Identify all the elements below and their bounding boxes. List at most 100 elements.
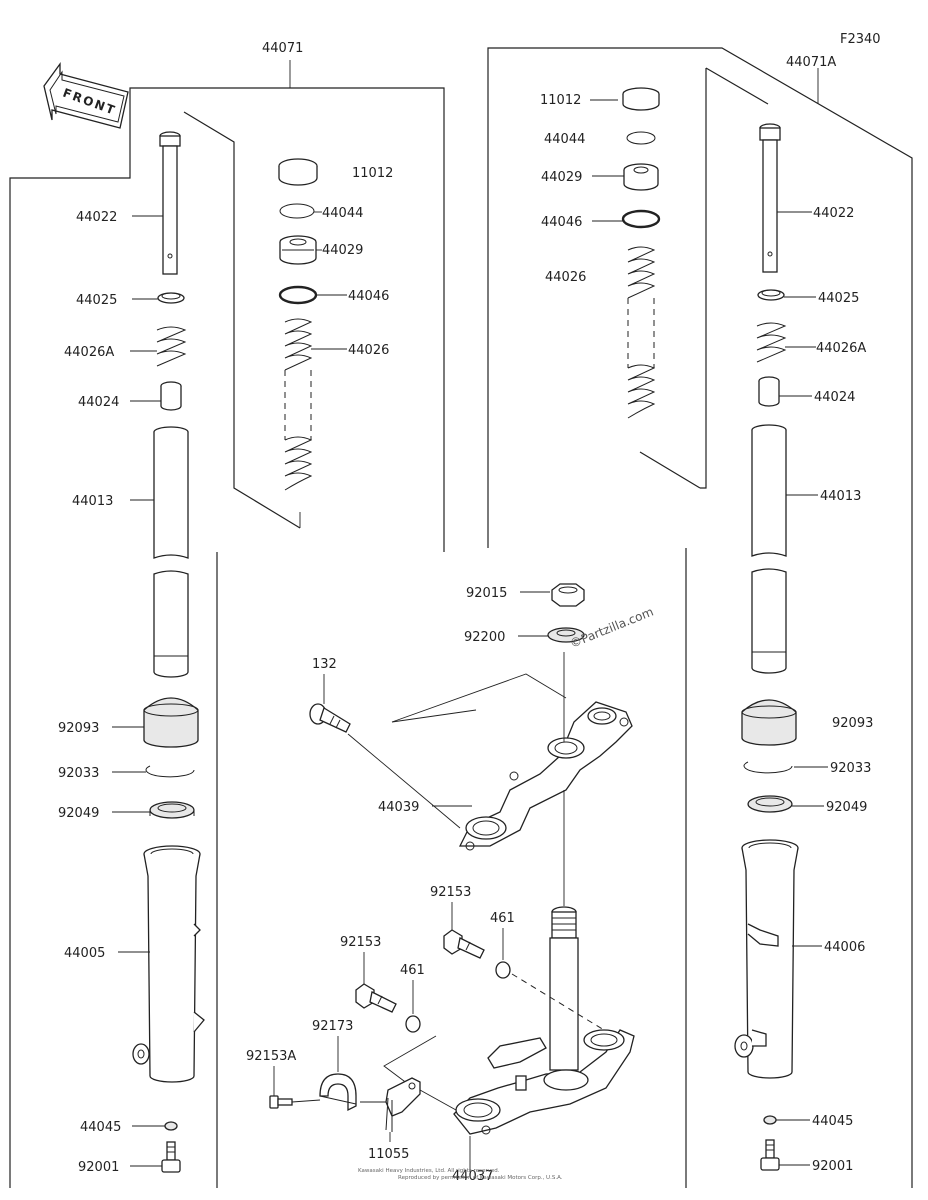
steering-stem[interactable] — [549, 906, 579, 1071]
label-left-44013[interactable]: 44013 — [72, 494, 113, 509]
label-right-92001[interactable]: 92001 — [812, 1159, 853, 1174]
label-right-92049[interactable]: 92049 — [826, 800, 867, 815]
label-right-11012[interactable]: 11012 — [540, 93, 581, 108]
label-left-44029[interactable]: 44029 — [322, 243, 363, 258]
left-spring-subbox — [183, 111, 301, 529]
label-left-44026A[interactable]: 44026A — [64, 345, 114, 360]
left-circlip-44044[interactable] — [279, 203, 315, 219]
label-44039[interactable]: 44039 — [378, 800, 419, 815]
left-ring-44025[interactable] — [157, 292, 185, 304]
label-left-44026[interactable]: 44026 — [348, 343, 389, 358]
left-inner-tube-44013[interactable] — [153, 426, 189, 678]
label-left-92049[interactable]: 92049 — [58, 806, 99, 821]
washer-461-upper[interactable] — [495, 961, 511, 979]
bracket-plate-11055[interactable] — [385, 1077, 421, 1132]
label-left-44025[interactable]: 44025 — [76, 293, 117, 308]
label-left-44024[interactable]: 44024 — [78, 395, 119, 410]
left-washer-44045[interactable] — [164, 1121, 178, 1131]
assembly-label-44071[interactable]: 44071 — [262, 41, 303, 56]
leader-92153A-to-clamp — [291, 1099, 321, 1103]
label-461-lower[interactable]: 461 — [400, 963, 425, 978]
label-44037[interactable]: 44037 — [452, 1169, 493, 1184]
label-left-92033[interactable]: 92033 — [58, 766, 99, 781]
washer-461-lower[interactable] — [405, 1015, 421, 1033]
label-right-44026A[interactable]: 44026A — [816, 341, 866, 356]
label-left-44045[interactable]: 44045 — [80, 1120, 121, 1135]
left-cap-11012[interactable] — [278, 158, 318, 186]
label-right-44006[interactable]: 44006 — [824, 940, 865, 955]
label-left-92001[interactable]: 92001 — [78, 1160, 119, 1175]
left-collar-44029[interactable] — [279, 235, 317, 265]
label-right-44026[interactable]: 44026 — [545, 270, 586, 285]
clamp-92173[interactable] — [319, 1073, 357, 1112]
label-92153-upper[interactable]: 92153 — [430, 885, 471, 900]
right-snap-ring-92033[interactable] — [743, 761, 793, 774]
label-right-44046[interactable]: 44046 — [541, 215, 582, 230]
label-right-44024[interactable]: 44024 — [814, 390, 855, 405]
right-piece-44024[interactable] — [758, 376, 780, 407]
label-92153A[interactable]: 92153A — [246, 1049, 296, 1064]
left-damper-rod-44022[interactable] — [159, 131, 181, 275]
left-spring-44026[interactable] — [284, 318, 313, 491]
right-ring-44025[interactable] — [757, 289, 785, 301]
left-dust-seal-92093[interactable] — [143, 697, 199, 748]
stem-nut-92015[interactable] — [551, 583, 585, 607]
label-right-44025[interactable]: 44025 — [818, 291, 859, 306]
label-right-44045[interactable]: 44045 — [812, 1114, 853, 1129]
left-spring-44026A[interactable] — [156, 326, 187, 367]
right-cap-11012[interactable] — [622, 87, 660, 111]
label-left-44022[interactable]: 44022 — [76, 210, 117, 225]
label-right-44044[interactable]: 44044 — [544, 132, 585, 147]
screw-92153A[interactable] — [269, 1095, 293, 1109]
bolt-92153-lower[interactable] — [355, 983, 397, 1013]
left-bolt-92001[interactable] — [161, 1141, 181, 1173]
right-spring-44026A[interactable] — [756, 322, 787, 363]
left-oil-seal-92049[interactable] — [149, 801, 195, 819]
watermark: ©Partzilla.com — [568, 605, 656, 651]
assembly-label-44071A[interactable]: 44071A — [786, 55, 836, 70]
stem-washer-92200[interactable] — [547, 627, 585, 643]
right-dust-seal-92093[interactable] — [741, 699, 797, 746]
bolt-132[interactable] — [309, 703, 351, 733]
label-right-44029[interactable]: 44029 — [541, 170, 582, 185]
leader-461-to-bracket — [511, 973, 605, 1031]
right-circlip-44044[interactable] — [626, 131, 656, 145]
left-outer-tube-44005[interactable] — [132, 845, 205, 1083]
right-spring-44026[interactable] — [627, 246, 656, 419]
right-inner-tube-44013[interactable] — [751, 424, 787, 674]
right-assembly-outline — [487, 47, 913, 1188]
label-92200[interactable]: 92200 — [464, 630, 505, 645]
center-steering-parts: 92015 92200 ©Partzilla.com 132 — [246, 583, 656, 1184]
label-left-92093[interactable]: 92093 — [58, 721, 99, 736]
right-oil-seal-92049[interactable] — [747, 795, 793, 813]
label-11055[interactable]: 11055 — [368, 1147, 409, 1162]
label-left-44046[interactable]: 44046 — [348, 289, 389, 304]
right-bolt-92001[interactable] — [760, 1139, 780, 1171]
right-washer-44045[interactable] — [763, 1115, 777, 1125]
left-piece-44024[interactable] — [160, 381, 182, 411]
label-right-92093[interactable]: 92093 — [832, 716, 873, 731]
front-arrow-icon: FRONT — [43, 62, 129, 129]
left-oring-44046[interactable] — [278, 285, 318, 305]
label-right-44022[interactable]: 44022 — [813, 206, 854, 221]
right-outer-tube-44006[interactable] — [734, 839, 799, 1079]
upper-bracket-44039[interactable] — [458, 701, 633, 851]
label-92015[interactable]: 92015 — [466, 586, 507, 601]
label-right-92033[interactable]: 92033 — [830, 761, 871, 776]
label-left-44044[interactable]: 44044 — [322, 206, 363, 221]
right-collar-44029[interactable] — [623, 163, 659, 191]
label-right-44013[interactable]: 44013 — [820, 489, 861, 504]
right-oring-44046[interactable] — [621, 209, 661, 229]
left-snap-ring-92033[interactable] — [145, 765, 195, 778]
bolt-92153-upper[interactable] — [443, 929, 485, 959]
label-461-upper[interactable]: 461 — [490, 911, 515, 926]
label-left-11012[interactable]: 11012 — [352, 166, 393, 181]
lower-bracket-44037[interactable] — [453, 1029, 635, 1135]
label-132[interactable]: 132 — [312, 657, 337, 672]
right-damper-rod-44022[interactable] — [759, 123, 781, 273]
copyright-line1: Kawasaki Heavy Industries, Ltd. All righ… — [358, 1168, 500, 1174]
label-left-44005[interactable]: 44005 — [64, 946, 105, 961]
label-92153-lower[interactable]: 92153 — [340, 935, 381, 950]
label-92173[interactable]: 92173 — [312, 1019, 353, 1034]
